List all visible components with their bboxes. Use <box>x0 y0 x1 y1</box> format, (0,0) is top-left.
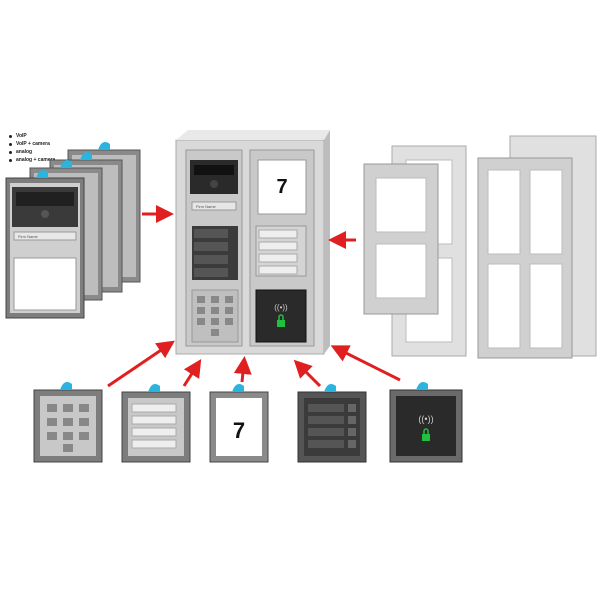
legend-item-voip: VoIP <box>8 132 55 140</box>
module-button-list <box>297 384 367 463</box>
stacked-camera-modules: Firm Name <box>5 142 141 319</box>
arrow-keypad <box>107 340 175 388</box>
arrow-name-list <box>182 358 202 387</box>
legend-item-analog-camera: analog + camera <box>8 157 56 163</box>
panel-name-list-module <box>255 225 307 277</box>
svg-text:((•)): ((•)) <box>418 414 433 424</box>
arrow-rfid <box>330 345 401 382</box>
module-type-legend: VoIP VoIP + camera analog analog + camer… <box>6 132 55 164</box>
arrow-button-list <box>293 359 322 388</box>
module-keypad <box>33 382 103 463</box>
panel-button-module <box>192 226 238 280</box>
frame-quad-front <box>477 157 573 359</box>
keypad-icon <box>191 289 239 343</box>
module-display-number: 7 <box>233 418 245 443</box>
assembled-panel: Firm Name 7 ((•)) <box>175 130 330 355</box>
module-rfid: ((•)) <box>389 382 463 463</box>
lock-icon <box>277 320 285 327</box>
assembly-arrows <box>107 205 401 388</box>
legend-item-voip-camera: VoIP + camera <box>8 140 55 148</box>
panel-camera-name-label: Firm Name <box>196 204 217 209</box>
panel-rfid-module: ((•)) <box>255 289 307 343</box>
module-name-list <box>121 384 191 463</box>
panel-display-number: 7 <box>276 176 287 198</box>
stacked-module-front: Firm Name <box>5 170 85 319</box>
nfc-icon: ((•)) <box>274 303 288 312</box>
legend-item-analog: analog <box>8 148 55 156</box>
module-display: 7 <box>209 384 269 463</box>
arrow-display <box>233 356 252 383</box>
panel-display <box>257 159 307 215</box>
mount-clip-icon <box>36 170 48 178</box>
front-module-name-label: Firm Name <box>18 234 39 239</box>
frame-double-front <box>363 163 439 315</box>
